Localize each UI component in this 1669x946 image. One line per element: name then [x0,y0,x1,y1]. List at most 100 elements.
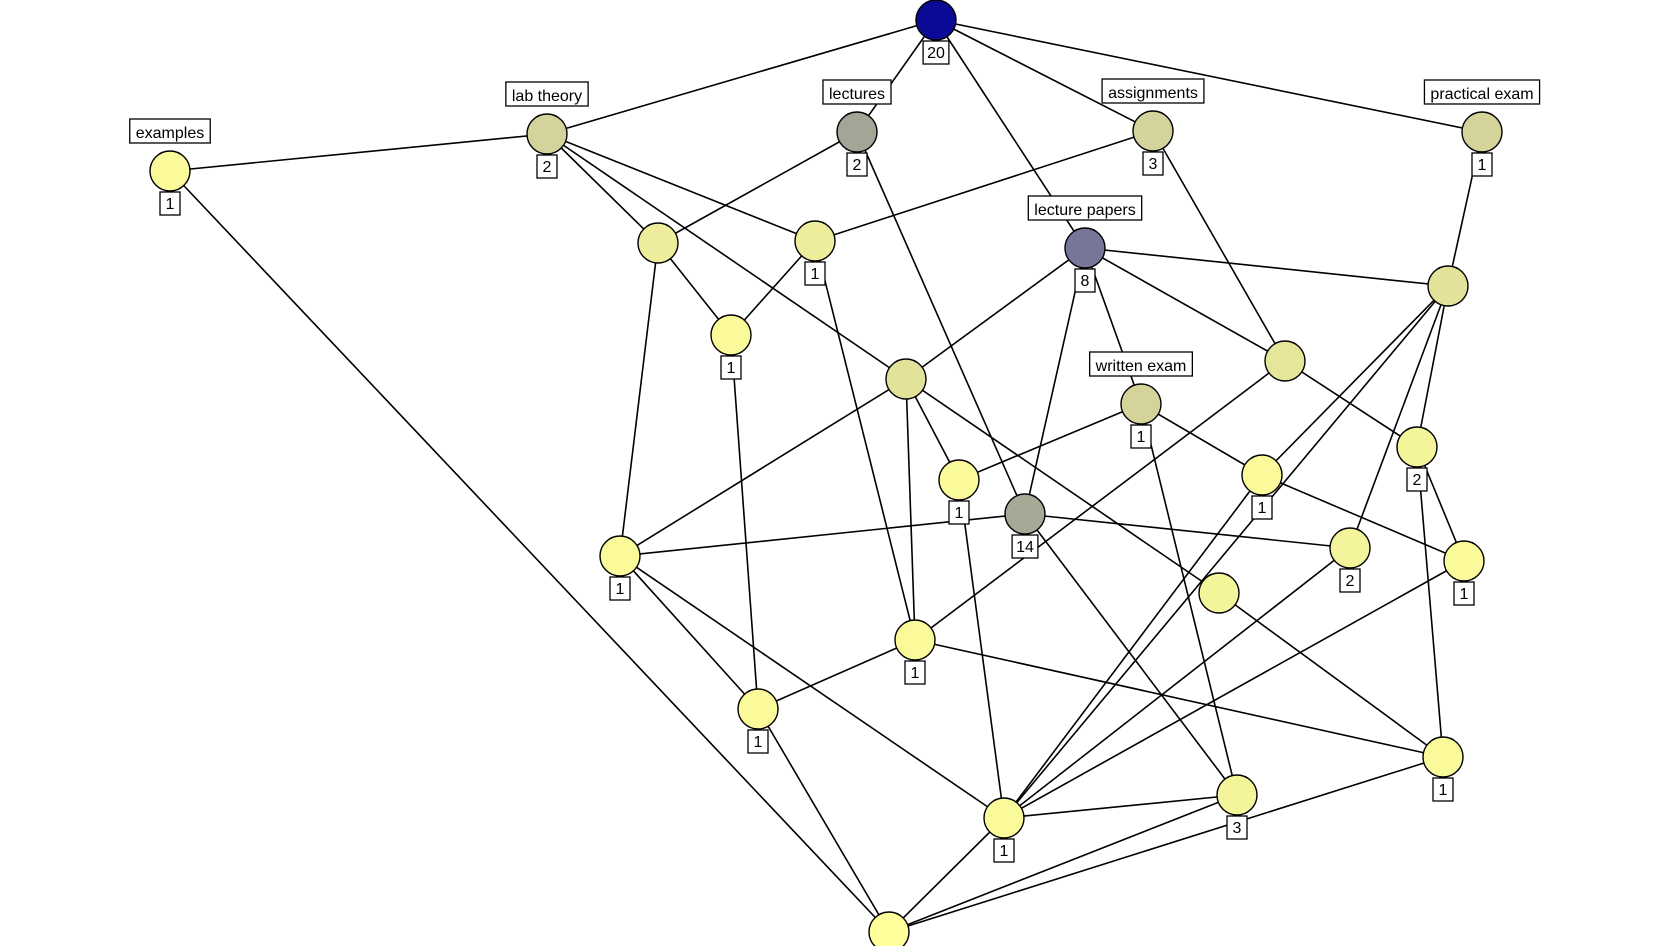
edge-written_exam-n_k [1140,403,1263,476]
node-n_c[interactable] [710,314,752,356]
edge-n_i-n_p [619,555,759,710]
node-lectures[interactable] [836,111,878,153]
edge-top-lab_theory [546,19,937,135]
object-count-box [1074,268,1096,293]
object-count-lectures: 2 [846,152,868,177]
object-count-n_c: 1 [720,355,742,380]
object-count-text: 1 [1460,586,1469,603]
object-count-box [846,152,868,177]
edge-top-practical_exam [935,19,1483,133]
object-count-text: 14 [1016,539,1034,556]
node-n_r[interactable] [983,797,1025,839]
concept-label-written_exam: written exam [1088,351,1194,377]
concept-label-text: lab theory [512,88,582,105]
node-n_l[interactable] [1443,540,1485,582]
edge-lecture_papers-n_f [1084,247,1286,362]
object-count-n_l: 1 [1453,581,1475,606]
edge-n_c-n_p [730,334,759,710]
object-count-box [1453,581,1475,606]
node-n_a[interactable] [637,222,679,264]
concept-label-assignments: assignments [1101,78,1205,104]
object-count-box [609,576,631,601]
node-assignments[interactable] [1132,110,1174,152]
concept-label-box [1423,79,1541,105]
edge-n_m-n_r [1003,547,1351,819]
node-n_o[interactable] [894,619,936,661]
object-count-n_m: 2 [1339,568,1361,593]
edge-n_n-n_q [1218,592,1444,758]
node-examples[interactable] [149,150,191,192]
edge-n_r-n_s [1003,794,1238,819]
node-lecture_papers[interactable] [1064,227,1106,269]
object-count-n_k: 1 [1251,495,1273,520]
node-n_p[interactable] [737,688,779,730]
edge-lab_theory-n_e [546,133,907,380]
concept-label-lecture_papers: lecture papers [1027,195,1143,221]
object-count-text: 2 [1346,573,1355,590]
object-count-assignments: 3 [1142,151,1164,176]
object-count-text: 1 [166,196,175,213]
object-count-n_h: 14 [1011,534,1039,559]
object-count-text: 1 [1478,157,1487,174]
edge-assignments-n_b [814,130,1154,242]
edge-n_o-n_q [914,639,1444,758]
edge-lab_theory-n_a [546,133,659,244]
node-practical_exam[interactable] [1461,111,1503,153]
node-n_f[interactable] [1264,340,1306,382]
object-count-box [948,500,970,525]
edge-n_g-n_r [958,479,1005,819]
edge-lecture_papers-n_d [1084,247,1449,287]
edge-lectures-n_h [856,131,1026,515]
object-count-box [720,355,742,380]
object-count-text: 1 [1137,429,1146,446]
object-count-lecture_papers: 8 [1074,268,1096,293]
node-n_m[interactable] [1329,527,1371,569]
node-n_e[interactable] [885,358,927,400]
node-top[interactable] [915,0,957,41]
object-count-n_i: 1 [609,576,631,601]
object-count-n_b: 1 [804,261,826,286]
node-written_exam[interactable] [1120,383,1162,425]
object-count-text: 1 [616,581,625,598]
object-count-text: 3 [1149,156,1158,173]
object-count-text: 1 [754,734,763,751]
node-n_s[interactable] [1216,774,1258,816]
concept-label-box [1101,78,1205,104]
object-count-n_g: 1 [948,500,970,525]
concept-label-practical_exam: practical exam [1423,79,1541,105]
node-n_d[interactable] [1427,265,1469,307]
node-n_j[interactable] [1396,426,1438,468]
object-count-box [1471,152,1493,177]
concept-label-text: written exam [1095,358,1187,375]
object-count-text: 1 [911,665,920,682]
object-count-box [904,660,926,685]
concept-label-box [1027,195,1143,221]
object-count-n_q: 1 [1432,777,1454,802]
edge-layer [169,19,1483,933]
node-lab_theory[interactable] [526,113,568,155]
label-layer: 20 lab theory 2 lectures 2 assignments 3 practi… [129,40,1541,863]
node-n_b[interactable] [794,220,836,262]
object-count-box [1011,534,1039,559]
node-n_g[interactable] [938,459,980,501]
concept-label-lab_theory: lab theory [505,81,589,107]
node-n_n[interactable] [1198,572,1240,614]
node-n_k[interactable] [1241,454,1283,496]
object-count-lab_theory: 2 [536,154,558,179]
object-count-box [1142,151,1164,176]
object-count-box [159,191,181,216]
edge-n_a-n_i [619,242,659,557]
node-n_h[interactable] [1004,493,1046,535]
edge-n_b-n_o [814,240,916,641]
object-count-text: 3 [1233,820,1242,837]
object-count-n_s: 3 [1226,815,1248,840]
edge-n_l-n_r [1003,560,1465,819]
node-n_i[interactable] [599,535,641,577]
concept-label-box [1088,351,1194,377]
node-n_q[interactable] [1422,736,1464,778]
object-count-text: 20 [927,45,945,62]
edge-n_s-bottom [888,794,1238,933]
concept-label-text: lectures [829,86,885,103]
object-count-box [747,729,769,754]
node-bottom[interactable] [868,911,910,946]
